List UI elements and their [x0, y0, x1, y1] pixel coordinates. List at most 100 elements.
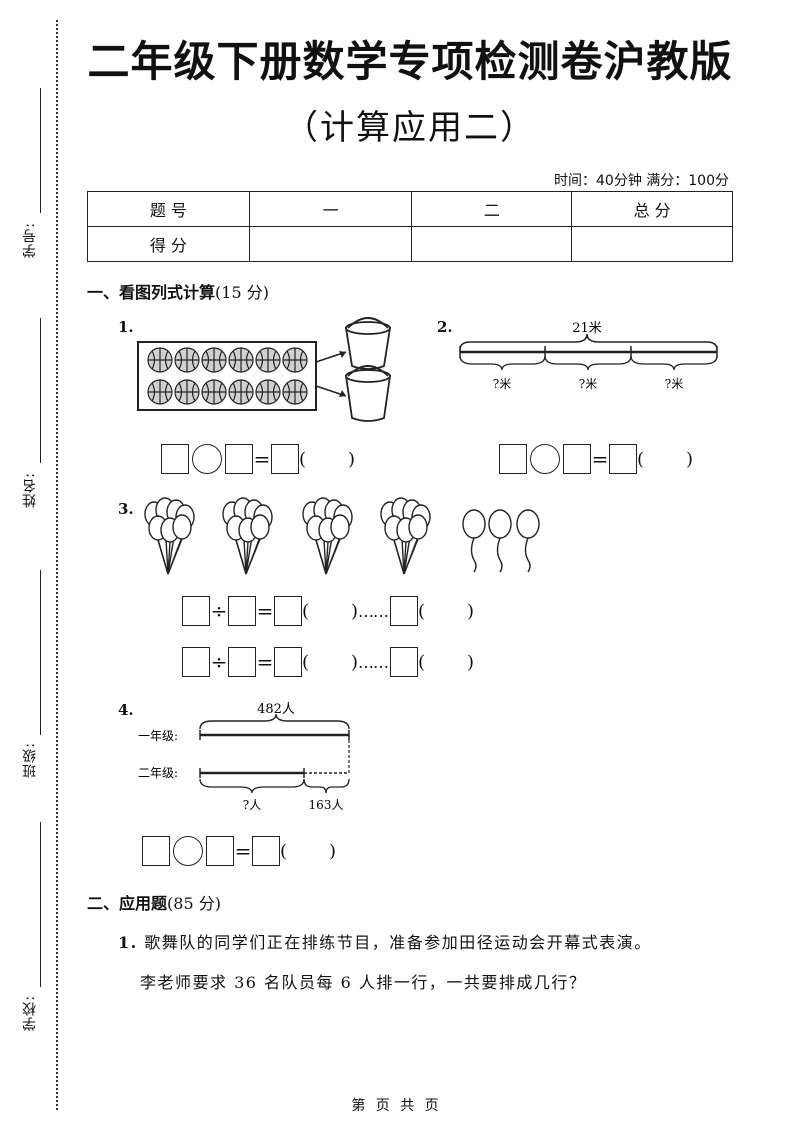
right-paren: )	[350, 651, 358, 673]
basketball-seams	[283, 348, 307, 372]
problem-1-text: 歌舞队的同学们正在排练节目，准备参加田径运动会开幕式表演。	[144, 933, 652, 952]
page-subtitle: （计算应用二）	[284, 108, 536, 148]
left-paren: (	[299, 448, 307, 470]
equals-sign: =	[234, 839, 252, 863]
basketball-seams	[148, 380, 172, 404]
balloon-string	[403, 538, 419, 575]
operator-circle[interactable]	[173, 836, 203, 866]
right-paren: )	[328, 840, 336, 862]
problem-1-number: 1.	[118, 933, 138, 952]
answer-box[interactable]	[206, 836, 234, 866]
answer-box[interactable]	[142, 836, 170, 866]
equals-sign: =	[256, 650, 274, 674]
answer-box[interactable]	[609, 444, 637, 474]
left-paren: (	[302, 600, 310, 622]
balloon-string	[315, 539, 327, 575]
class-line[interactable]	[40, 570, 41, 735]
score-input-cell[interactable]	[411, 226, 573, 262]
q4-unknown-label: ?人	[243, 798, 261, 812]
score-table-score-row: 得 分	[87, 226, 733, 262]
basketball-seams	[175, 348, 199, 372]
q4-segment-diagram: 482人 一年级: 二年级: ?人 163人	[138, 702, 350, 812]
school-label: 学校:	[22, 995, 38, 1031]
right-paren: )	[466, 651, 474, 673]
equals-sign: =	[591, 447, 609, 471]
score-table-cell: 题 号	[87, 191, 250, 227]
basketball-seams	[202, 380, 226, 404]
answer-box[interactable]	[252, 836, 280, 866]
answer-box[interactable]	[225, 444, 253, 474]
section-2-title-text: 二、应用题	[87, 894, 168, 913]
unit-parentheses[interactable]: ()	[302, 652, 358, 673]
unit-parentheses[interactable]: ()	[302, 601, 358, 622]
score-input-cell[interactable]	[248, 226, 413, 262]
answer-box[interactable]	[182, 596, 210, 626]
q1-basketball-picture	[137, 317, 392, 422]
answer-box[interactable]	[228, 647, 256, 677]
balloon	[462, 509, 486, 539]
balloon	[408, 514, 428, 540]
unit-parentheses[interactable]: ()	[280, 841, 336, 862]
balloon	[330, 514, 350, 540]
student-id-line[interactable]	[40, 88, 41, 213]
q2-number: 2.	[437, 318, 453, 336]
balloon	[488, 509, 512, 539]
section-1-title: 一、看图列式计算(15 分)	[87, 279, 269, 303]
balloon-string	[245, 538, 261, 575]
basketball-seams	[202, 348, 226, 372]
answer-box[interactable]	[390, 647, 418, 677]
answer-box[interactable]	[271, 444, 299, 474]
answer-box[interactable]	[563, 444, 591, 474]
q4-total-label: 482人	[257, 702, 295, 717]
q1-number: 1.	[118, 318, 134, 336]
equals-sign: =	[256, 599, 274, 623]
balloon-string	[470, 537, 477, 573]
divide-sign: ÷	[210, 599, 228, 623]
right-paren: )	[466, 600, 474, 622]
name-label: 姓名:	[22, 472, 38, 508]
school-line[interactable]	[40, 822, 41, 987]
answer-box[interactable]	[161, 444, 189, 474]
section-2-title: 二、应用题(85 分)	[87, 890, 221, 914]
score-input-cell[interactable]	[571, 226, 733, 262]
q2-total-label: 21米	[572, 321, 602, 336]
binding-cut-line	[56, 20, 58, 1110]
section-1-points: (15 分)	[215, 283, 269, 302]
unit-parentheses[interactable]: ()	[299, 449, 355, 470]
unit-parentheses[interactable]: ()	[418, 601, 474, 622]
operator-circle[interactable]	[192, 444, 222, 474]
q4-number: 4.	[118, 701, 134, 719]
answer-box[interactable]	[274, 647, 302, 677]
unit-parentheses[interactable]: ()	[418, 652, 474, 673]
operator-circle[interactable]	[530, 444, 560, 474]
q4-known-label: 163人	[309, 798, 344, 812]
q3-equation-2: ÷ = () …… ()	[182, 647, 474, 677]
score-table: 题 号 一 二 总 分 得 分	[87, 191, 733, 262]
answer-box[interactable]	[499, 444, 527, 474]
left-paren: (	[418, 600, 426, 622]
section-1-title-text: 一、看图列式计算	[87, 283, 216, 302]
q2-equation: = ()	[499, 444, 693, 474]
divide-sign: ÷	[210, 650, 228, 674]
balloon-string	[167, 538, 183, 575]
name-line[interactable]	[40, 318, 41, 463]
q3-balloon-picture	[144, 497, 540, 575]
score-table-header-row: 题 号 一 二 总 分	[87, 191, 733, 227]
q2-part-label: ?米	[579, 377, 597, 391]
q4-row1-label: 一年级:	[138, 729, 178, 743]
score-table-cell: 得 分	[87, 226, 250, 262]
score-table-cell: 一	[248, 191, 413, 227]
problem-1-line-2: 李老师要求 36 名队员每 6 人排一行，一共要排成几行？	[140, 973, 587, 992]
basketball-seams	[229, 380, 253, 404]
answer-box[interactable]	[182, 647, 210, 677]
answer-box[interactable]	[228, 596, 256, 626]
answer-box[interactable]	[390, 596, 418, 626]
remainder-dots: ……	[358, 652, 389, 672]
answer-box[interactable]	[274, 596, 302, 626]
balloon	[250, 514, 270, 540]
q2-segment-diagram: 21米 ?米 ?米 ?米	[459, 321, 718, 391]
q3-equation-1: ÷ = () …… ()	[182, 596, 474, 626]
unit-parentheses[interactable]: ()	[637, 449, 693, 470]
balloon-string	[235, 539, 247, 575]
basketball-seams	[283, 380, 307, 404]
